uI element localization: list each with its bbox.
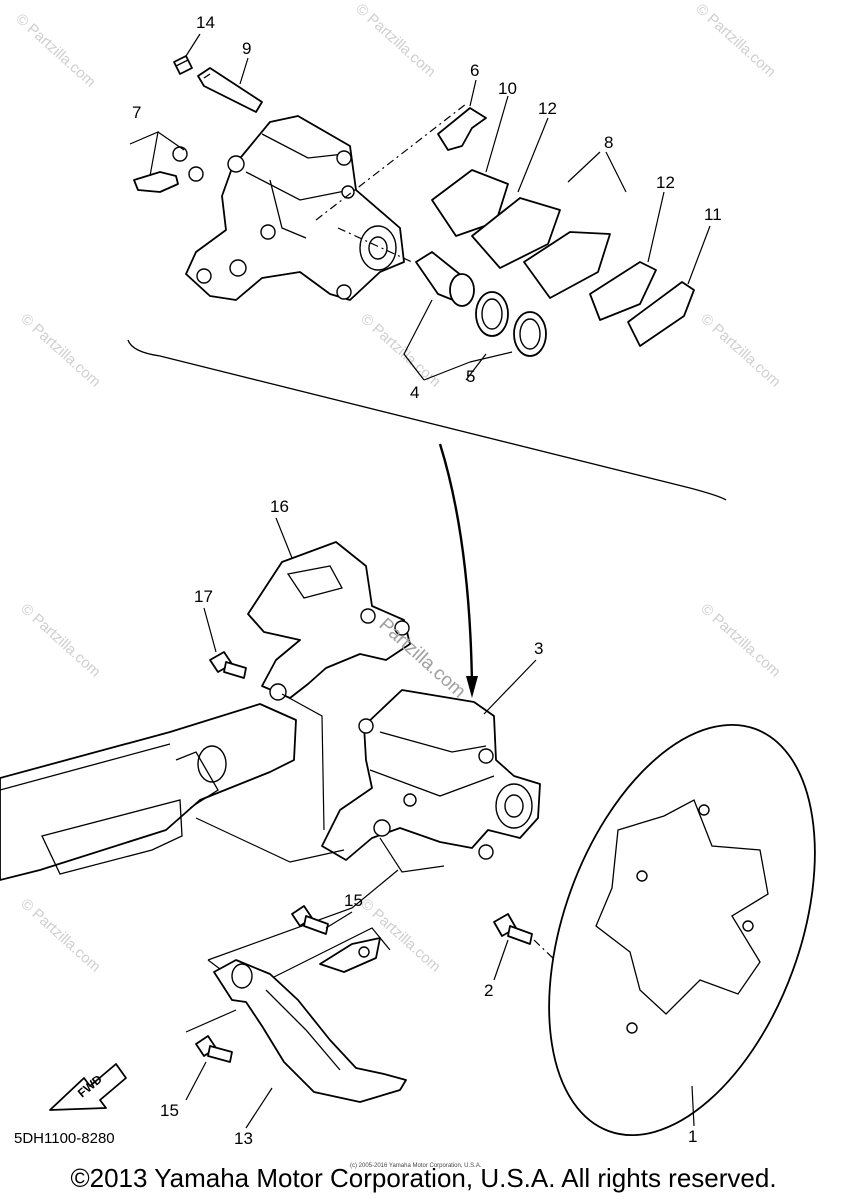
pads (431, 169, 657, 321)
watermark: © Partzilla.com (17, 600, 103, 680)
callout: 1 (688, 1127, 697, 1146)
upper-caliper (185, 115, 405, 301)
callout: 10 (498, 79, 517, 98)
separator-bracket (127, 339, 727, 501)
callout: 2 (484, 981, 493, 1000)
callout: 7 (132, 103, 141, 122)
small-print: (c) 2005-2016 Yamaha Motor Corporation, … (350, 1163, 482, 1169)
bolt-17 (209, 651, 247, 679)
watermark: © Partzilla.com (697, 600, 783, 680)
callout: 3 (534, 639, 543, 658)
callout: 15 (160, 1101, 179, 1120)
lower-leader-lines (185, 693, 445, 1033)
callout: 12 (538, 99, 557, 118)
diagram-code: 5DH1100-8280 (14, 1130, 115, 1147)
shim-11 (627, 281, 695, 347)
watermark: © Partzilla.com (17, 310, 103, 390)
copyright-notice: ©2013 Yamaha Motor Corporation, U.S.A. A… (70, 1163, 777, 1193)
leader-lines (185, 33, 711, 381)
spring-6 (437, 107, 487, 151)
watermark: © Partzilla.com (692, 0, 778, 80)
callout: 15 (344, 891, 363, 910)
watermark: © Partzilla.com (357, 895, 443, 975)
swingarm (0, 703, 297, 881)
watermark: © Partzilla.com (357, 310, 443, 390)
piston-4 (415, 251, 475, 307)
callout: 8 (604, 133, 613, 152)
bolt-2 (493, 913, 627, 1029)
bracket-16 (247, 541, 411, 701)
callout-leaders (185, 517, 695, 1129)
callout: 12 (656, 173, 675, 192)
brake-disc-1 (548, 723, 816, 1137)
fwd-arrow: FWD (49, 1063, 127, 1111)
bolt-13 (173, 55, 193, 75)
assembly-arrow (438, 443, 474, 687)
callout: 4 (410, 383, 419, 402)
watermark: © Partzilla.com (17, 895, 103, 975)
callout: 13 (234, 1129, 253, 1148)
callout-labels: 14 9 7 6 10 12 8 12 11 5 4 16 17 3 15 2 … (132, 13, 722, 1148)
callout: 6 (470, 61, 479, 80)
bolts-15 (195, 905, 329, 1063)
callout: 14 (196, 13, 215, 32)
callout: 11 (704, 205, 722, 224)
watermark: © Partzilla.com (12, 10, 98, 90)
guard-14 (213, 937, 407, 1103)
callout: 16 (270, 497, 289, 516)
pin-9 (197, 67, 263, 113)
callout: 17 (194, 587, 213, 606)
caliper-3 (321, 689, 541, 861)
seals-5 (475, 291, 547, 357)
callout: 5 (466, 367, 475, 386)
assembly-arrowhead (466, 676, 478, 698)
callout: 9 (242, 39, 251, 58)
watermark: © Partzilla.com (352, 0, 438, 80)
bleeder-7 (129, 131, 204, 193)
watermark: © Partzilla.com (697, 310, 783, 390)
